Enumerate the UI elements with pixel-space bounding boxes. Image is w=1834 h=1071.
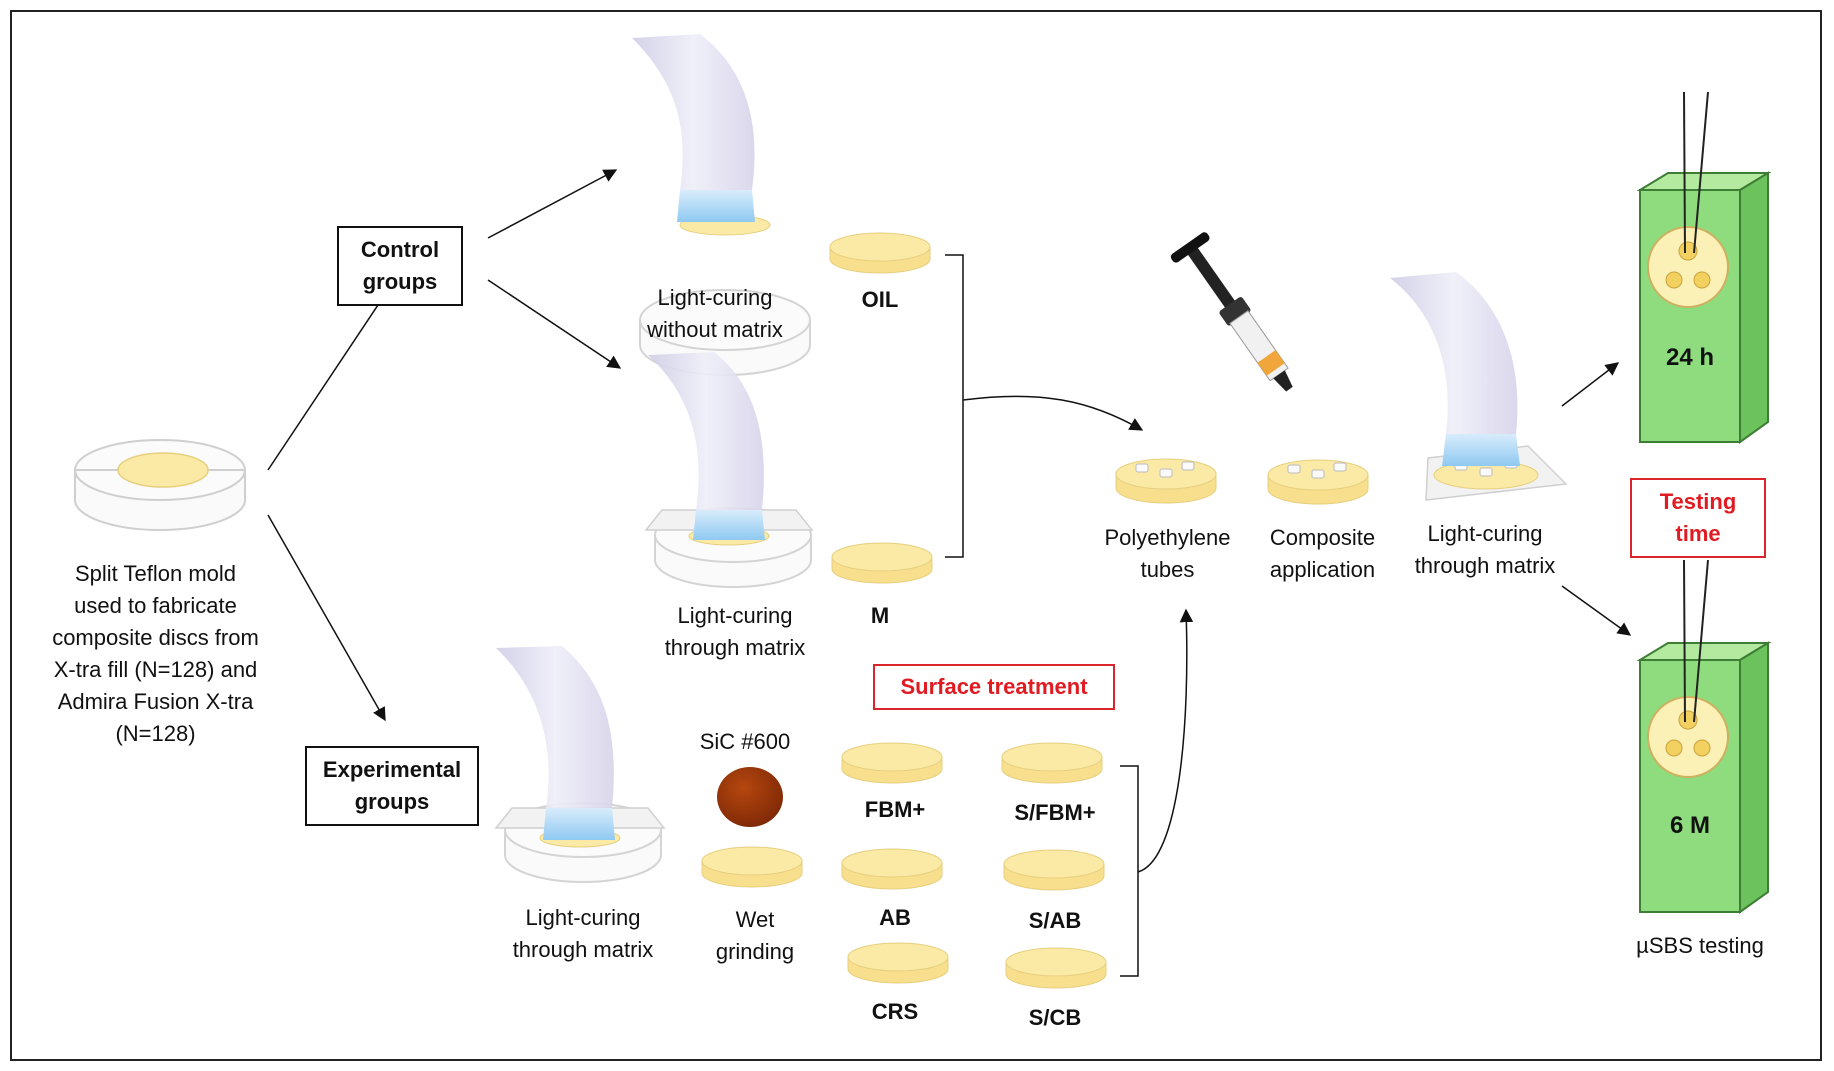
sic-disc-icon <box>717 767 783 827</box>
disc-s-fbm-plus-icon <box>1001 742 1103 784</box>
test-block-24h-icon <box>1636 91 1772 444</box>
lc-through-matrix-exp-label: Light-curing through matrix <box>512 905 654 962</box>
curing-light-exp-through-matrix-icon <box>494 646 666 883</box>
disc-polyethylene-tubes-icon <box>1115 458 1217 504</box>
wet-grinding-label: Wet grinding <box>715 907 795 964</box>
arrow-mold-to-control <box>267 282 393 471</box>
arrow-control-to-lc-without <box>487 169 618 239</box>
24h-label: 24 h <box>1665 344 1715 371</box>
ab-label: AB <box>879 905 911 930</box>
polyethylene-tubes-label: Polyethylene tubes <box>1104 525 1231 582</box>
bracket-control <box>945 254 964 558</box>
test-block-6m-icon <box>1636 559 1772 914</box>
crs-label: CRS <box>871 999 919 1024</box>
sic-label: SiC #600 <box>699 729 791 754</box>
disc-fbm-plus-icon <box>841 742 943 784</box>
teflon-mold-icon <box>74 439 246 531</box>
composite-application-label: Composite application <box>1269 525 1376 582</box>
s-fbm-plus-label: S/FBM+ <box>1014 800 1096 825</box>
disc-wet-grinding-icon <box>701 846 803 888</box>
disc-m-icon <box>831 542 933 584</box>
curing-light-final-icon <box>1390 272 1568 501</box>
s-cb-label: S/CB <box>1028 1005 1082 1030</box>
fbm-plus-label: FBM+ <box>864 797 926 822</box>
experimental-groups-box: Experimental groups <box>305 746 479 826</box>
composite-syringe-icon <box>1170 232 1293 392</box>
curing-light-through-matrix-icon <box>644 352 814 588</box>
6m-label: 6 M <box>1669 812 1710 839</box>
m-label: M <box>870 603 890 628</box>
arrow-to-24h <box>1561 362 1620 407</box>
disc-crs-icon <box>847 942 949 984</box>
oil-label: OIL <box>861 287 899 312</box>
musbs-testing-label: µSBS testing <box>1636 933 1764 958</box>
figure-frame <box>10 10 1822 1061</box>
lc-without-matrix-label: Light-curing without matrix <box>647 285 783 342</box>
arrow-control-to-lc-through <box>487 279 622 369</box>
s-ab-label: S/AB <box>1028 908 1082 933</box>
lc-through-matrix-label: Light-curing through matrix <box>664 603 806 660</box>
disc-composite-application-icon <box>1267 459 1369 505</box>
arrow-to-6m <box>1561 585 1632 636</box>
control-groups-box: Control groups <box>337 226 463 306</box>
curing-light-without-matrix-icon <box>632 34 811 376</box>
arrow-bracket-to-tubes <box>962 395 1144 431</box>
disc-oil-icon <box>829 232 931 274</box>
surface-treatment-box: Surface treatment <box>873 664 1115 710</box>
disc-s-cb-icon <box>1005 947 1107 989</box>
disc-ab-icon <box>841 848 943 890</box>
lc-through-matrix-right-label: Light-curing through matrix <box>1414 521 1556 578</box>
testing-time-box: Testing time <box>1630 478 1766 558</box>
arrow-mold-to-experimental <box>267 514 386 722</box>
arrow-experimental-to-tubes <box>1137 608 1194 873</box>
mold-label: Split Teflon mold used to fabricate comp… <box>52 561 259 746</box>
bracket-experimental <box>1120 765 1139 977</box>
disc-s-ab-icon <box>1003 849 1105 891</box>
